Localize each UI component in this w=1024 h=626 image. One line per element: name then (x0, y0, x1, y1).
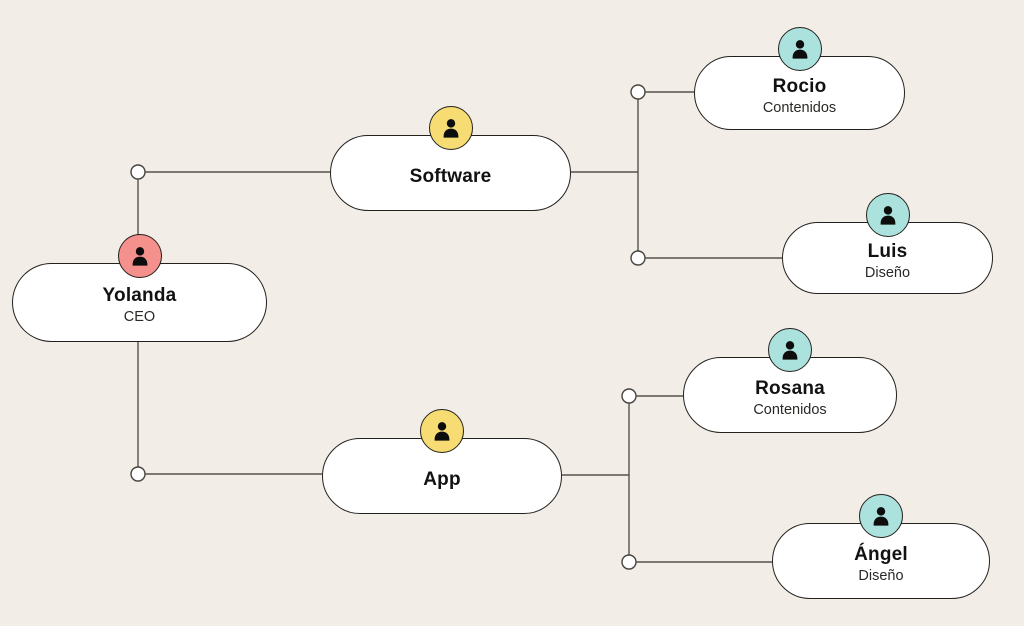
org-node-rocio[interactable]: Rocio Contenidos (694, 27, 905, 130)
org-node-yolanda[interactable]: Yolanda CEO (12, 234, 267, 342)
org-node-software[interactable]: Software (330, 106, 571, 211)
edge-yolanda-software (130, 164, 330, 256)
edge-software-children (571, 84, 782, 266)
org-node-app[interactable]: App (322, 409, 562, 514)
person-icon (420, 409, 464, 453)
node-name: Rosana (755, 377, 825, 399)
org-node-rosana[interactable]: Rosana Contenidos (683, 328, 897, 433)
org-node-luis[interactable]: Luis Diseño (782, 193, 993, 294)
node-name: Rocio (772, 75, 827, 97)
node-role: Contenidos (753, 401, 827, 418)
edge-yolanda-app (130, 342, 322, 482)
person-icon (777, 27, 822, 71)
person-icon (865, 193, 910, 237)
edge-app-children (562, 388, 772, 570)
node-name: Software (409, 165, 492, 187)
node-role: Diseño (858, 567, 904, 584)
person-icon (768, 328, 812, 372)
person-icon (428, 106, 473, 150)
node-role: Contenidos (762, 99, 837, 116)
node-name: Luis (867, 240, 908, 262)
node-name: App (423, 468, 461, 490)
node-role: CEO (123, 309, 156, 326)
node-role: Diseño (864, 264, 911, 281)
person-icon (117, 234, 162, 278)
org-node-angel[interactable]: Ángel Diseño (772, 494, 990, 599)
node-name: Ángel (854, 543, 908, 565)
node-name: Yolanda (102, 285, 177, 307)
person-icon (859, 494, 903, 538)
